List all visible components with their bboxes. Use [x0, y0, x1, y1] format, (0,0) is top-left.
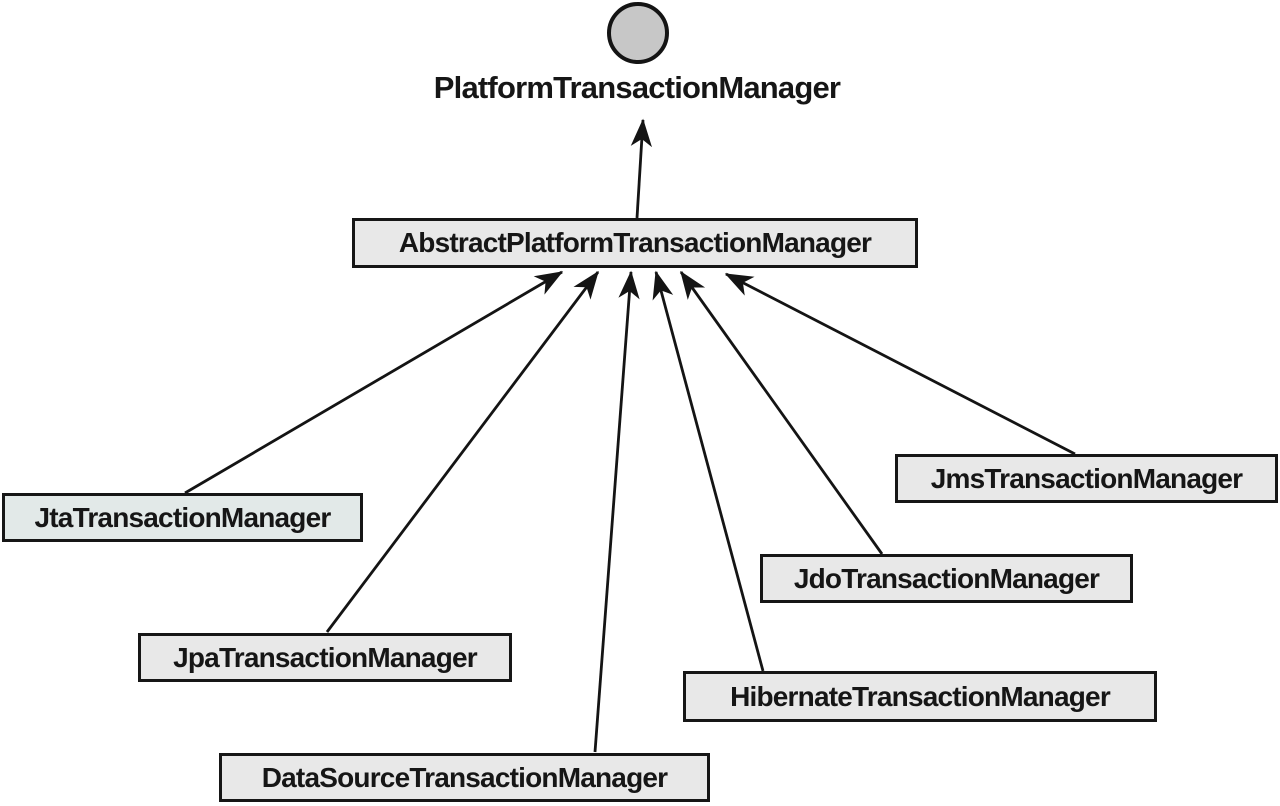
class-box-datasource-transaction-manager: DataSourceTransactionManager — [219, 753, 710, 802]
class-box-jdo-transaction-manager: JdoTransactionManager — [760, 554, 1133, 603]
edge-jms-to-abstract — [724, 272, 1076, 456]
class-box-hibernate-transaction-manager: HibernateTransactionManager — [683, 671, 1157, 722]
interface-circle-icon — [607, 2, 669, 64]
edge-jpa-to-abstract — [325, 270, 600, 633]
class-box-abstract-platform-transaction-manager: AbstractPlatformTransactionManager — [352, 218, 918, 268]
class-box-jpa-transaction-manager: JpaTransactionManager — [138, 633, 512, 682]
edge-jta-to-abstract — [184, 270, 564, 495]
class-box-jms-transaction-manager: JmsTransactionManager — [895, 454, 1278, 503]
edge-datasource-to-abstract — [593, 270, 640, 753]
edge-hibernate-to-abstract — [652, 270, 765, 672]
class-box-jta-transaction-manager: JtaTransactionManager — [2, 493, 363, 542]
interface-label: PlatformTransactionManager — [433, 70, 841, 105]
edge-jdo-to-abstract — [679, 270, 884, 555]
edge-abstract-to-interface — [630, 118, 652, 219]
